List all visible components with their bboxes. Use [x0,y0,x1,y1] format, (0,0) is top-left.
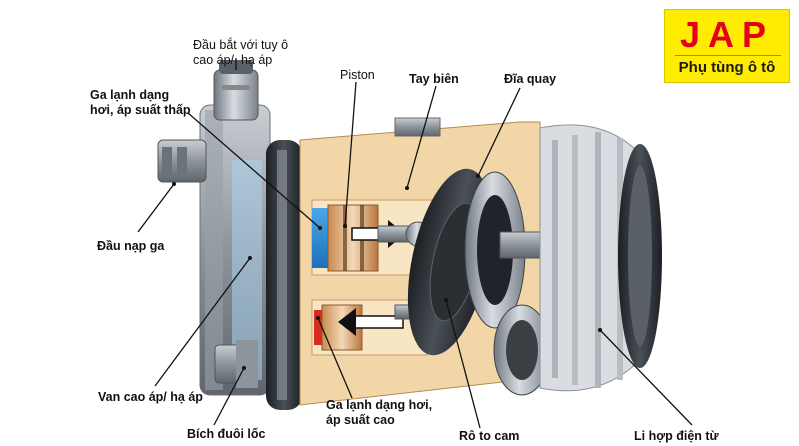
shaft-bearing [493,304,551,396]
jap-logo: JAP Phụ tùng ô tô [664,9,790,83]
rotating-disc [464,171,526,329]
label-piston: Piston [340,68,375,82]
label-valve: Van cao áp/ hạ áp [98,390,203,404]
leader-rod [406,85,437,189]
leader-lines [137,58,693,429]
leader-disc [477,87,521,177]
leader-high-pressure [317,317,353,399]
label-low-pressure-gas: Ga lạnh dạng hơi, áp suất thấp [90,88,191,117]
label-charge-port: Đầu nạp ga [97,239,165,253]
logo-brand: JAP [679,14,775,55]
lower-bolt [214,340,258,388]
tail-flange-plate [266,140,302,410]
leader-clutch [599,329,693,426]
charge-port-fitting [157,139,207,183]
discharge-arrow [338,308,404,336]
leader-low-pressure [187,112,321,229]
label-high-pressure-gas: Ga lạnh dạng hơi, áp suất cao [326,398,433,427]
leader-flange [213,367,245,426]
label-clutch: Li hợp điện từ [634,429,719,443]
label-connecting-rod: Tay biên [409,72,459,86]
label-cam-rotor: Rô to cam [459,429,520,443]
leader-charge [137,183,175,233]
leader-piston [344,81,357,227]
logo-divider [675,55,781,56]
leader-cam [445,299,481,429]
leader-valve [154,257,251,387]
logo-tagline: Phụ tùng ô tô [678,59,776,76]
leader-dots [172,174,602,370]
label-tail-flange: Bích đuôi lốc [187,427,266,441]
label-rotating-disc: Đĩa quay [504,72,557,86]
clutch-pulley [539,124,662,392]
label-connector: Đầu bắt với tuy ô cao áp/ hạ áp [193,38,289,67]
